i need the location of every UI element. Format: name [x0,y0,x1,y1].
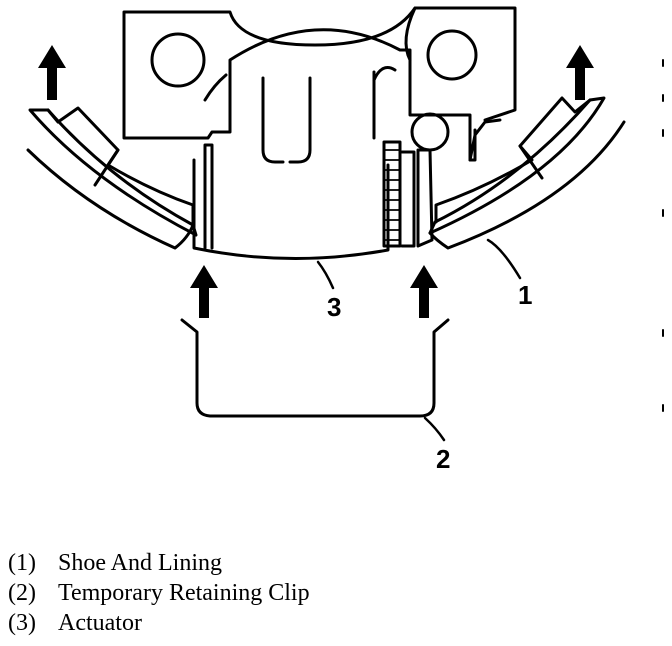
actuator [192,143,390,261]
legend-item-shoe-and-lining: (1) Shoe And Lining [8,548,310,578]
arrow-up-shoe-right [566,45,594,100]
backing-plate-stud [372,66,397,140]
backing-plate-slot [261,76,312,164]
mounting-hole-right [426,29,478,81]
legend-label: Temporary Retaining Clip [58,580,310,606]
brake-diagram: 1 2 3 [26,6,664,474]
backing-plate-outline-right [404,6,417,62]
temporary-retaining-clip [180,318,450,418]
legend-item-temporary-retaining-clip: (2) Temporary Retaining Clip [8,578,310,608]
actuator-adjuster [382,112,450,248]
legend: (1) Shoe And Lining (2) Temporary Retain… [8,548,310,638]
backing-plate-inner-left [203,73,228,102]
legend-number: (2) [8,580,36,606]
shoe-left [26,106,198,250]
arrow-up-shoe-left [38,45,66,100]
arrow-up-clip-left [190,265,218,318]
leader-clip [423,416,446,442]
arrow-up-clip-right [410,265,438,318]
leader-actuator [316,260,335,290]
callout-shoe: 1 [518,280,532,310]
leader-shoe [486,238,522,280]
callout-clip: 2 [436,444,450,474]
shoe-right [428,96,626,250]
callout-actuator: 3 [327,292,341,322]
legend-label: Actuator [58,610,142,636]
legend-number: (1) [8,550,36,576]
legend-number: (3) [8,610,36,636]
backing-plate [122,6,517,162]
legend-label: Shoe And Lining [58,550,223,576]
mounting-hole-left [150,32,206,88]
legend-item-actuator: (3) Actuator [8,608,310,638]
